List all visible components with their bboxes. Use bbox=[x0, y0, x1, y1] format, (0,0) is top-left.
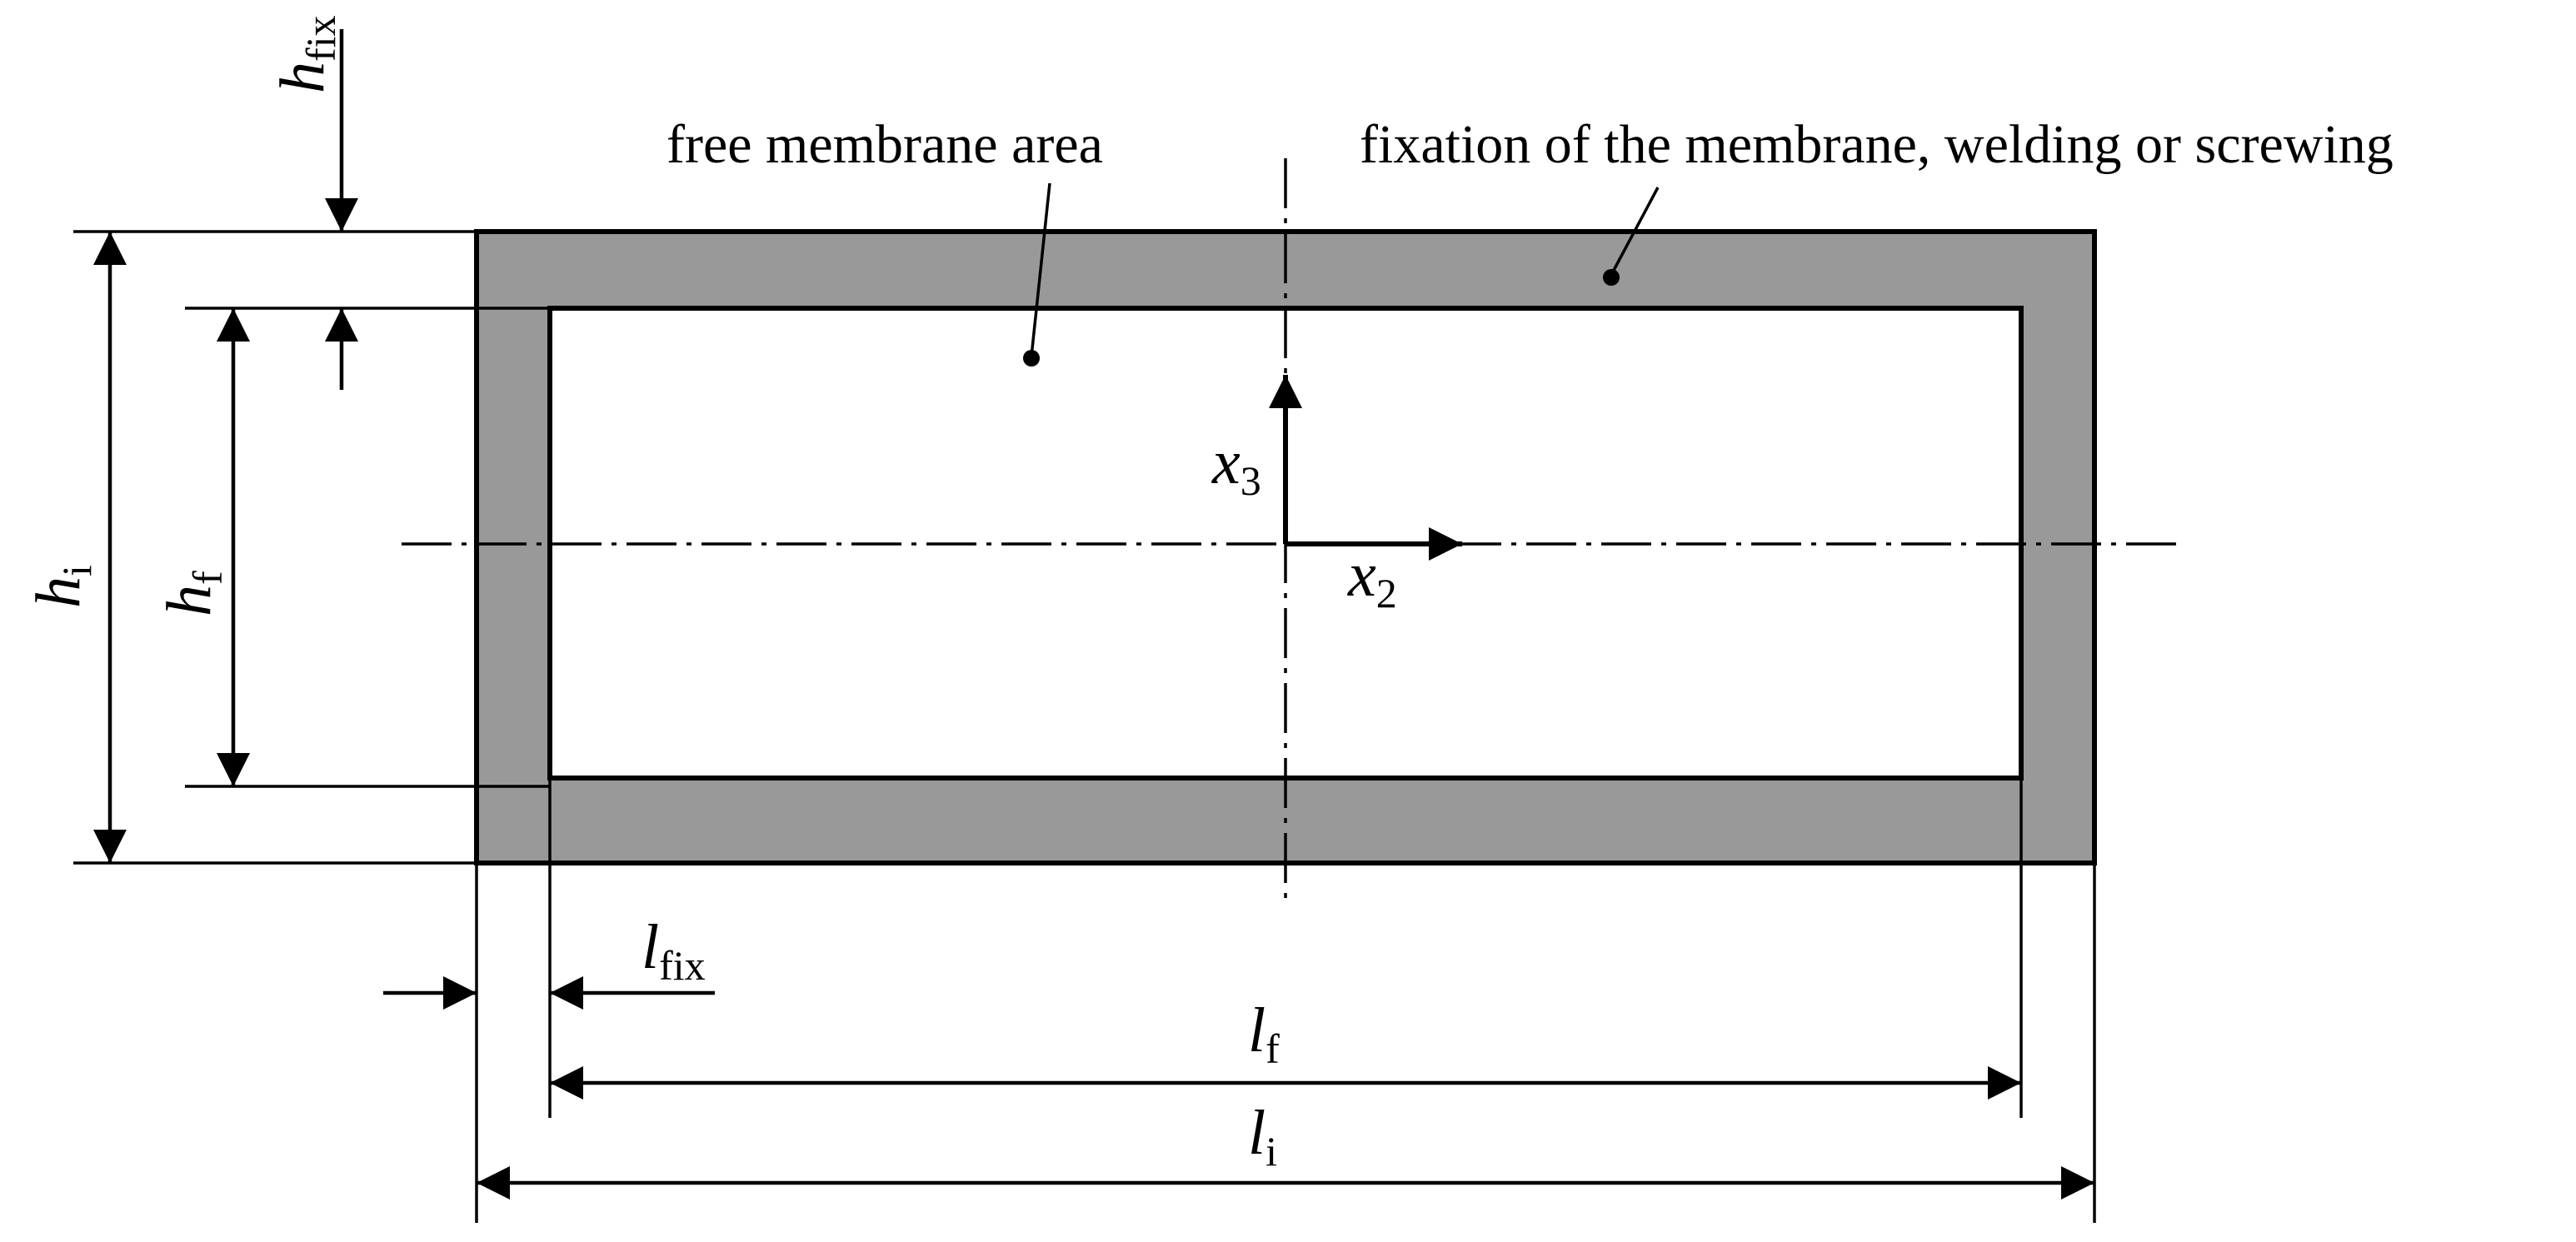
l-f-symbol: lf bbox=[1248, 995, 1280, 1072]
fixation-leader-dot bbox=[1603, 269, 1620, 286]
free-membrane-area-label: free membrane area bbox=[666, 114, 1103, 175]
fixation-label: fixation of the membrane, welding or scr… bbox=[1360, 114, 2394, 175]
x2-axis-label: x2 bbox=[1347, 540, 1397, 616]
h-i-symbol: hi bbox=[23, 565, 100, 608]
h-f-symbol: hf bbox=[154, 571, 231, 616]
free-area-leader bbox=[1030, 182, 1051, 357]
h-fix-symbol: hfix bbox=[267, 15, 344, 93]
l-fix-symbol: lfix bbox=[642, 912, 706, 989]
l-i-symbol: li bbox=[1248, 1098, 1277, 1175]
x3-axis-label: x3 bbox=[1211, 427, 1261, 504]
free-area-leader-dot bbox=[1023, 350, 1040, 367]
fixation-leader bbox=[1610, 187, 1660, 276]
